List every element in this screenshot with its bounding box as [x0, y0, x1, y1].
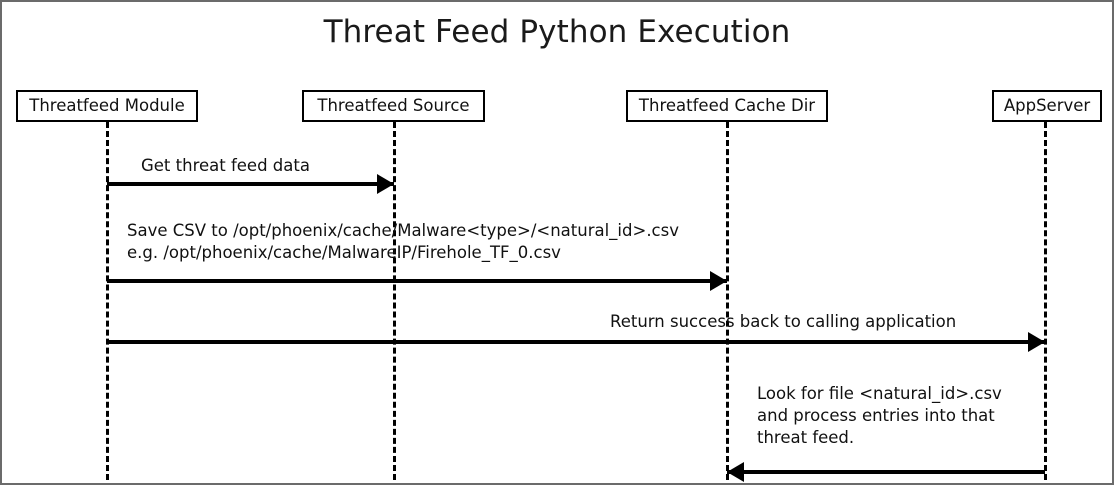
- arrowhead-right-icon: [1028, 332, 1045, 352]
- message-label-line: threat feed.: [757, 428, 855, 447]
- message-label-get-threat-feed-data: Get threat feed data: [141, 155, 310, 177]
- participant-box-appserver[interactable]: AppServer: [992, 90, 1102, 122]
- lifeline-threatfeed-module: [106, 122, 109, 480]
- arrowhead-left-icon: [727, 462, 744, 482]
- message-label-line: e.g. /opt/phoenix/cache/MalwareIP/Fireho…: [127, 243, 561, 262]
- participant-label: AppServer: [1003, 95, 1091, 115]
- participant-label: Threatfeed Source: [317, 95, 470, 115]
- arrowhead-right-icon: [377, 174, 394, 194]
- participant-box-threatfeed-source[interactable]: Threatfeed Source: [302, 90, 485, 122]
- message-label-save-csv: Save CSV to /opt/phoenix/cache/Malware<t…: [127, 220, 679, 264]
- participant-box-threatfeed-cache-dir[interactable]: Threatfeed Cache Dir: [626, 90, 828, 122]
- lifeline-threatfeed-cache-dir: [726, 122, 729, 480]
- message-label-line: and process entries into that: [757, 406, 995, 425]
- message-label-line: Return success back to calling applicati…: [610, 312, 957, 331]
- message-line: [727, 470, 1045, 474]
- participant-box-threatfeed-module[interactable]: Threatfeed Module: [16, 90, 198, 122]
- page-title: Threat Feed Python Execution: [323, 14, 791, 50]
- participant-label: Threatfeed Module: [29, 95, 185, 115]
- lifeline-appserver: [1044, 122, 1047, 480]
- message-label-line: Look for file <natural_id>.csv: [757, 384, 1002, 403]
- message-label-line: Save CSV to /opt/phoenix/cache/Malware<t…: [127, 221, 679, 240]
- lifeline-threatfeed-source: [393, 122, 396, 480]
- message-line: [107, 182, 394, 186]
- message-label-return-success: Return success back to calling applicati…: [610, 311, 956, 333]
- message-line: [107, 279, 727, 283]
- message-label-line: Get threat feed data: [141, 156, 310, 175]
- participant-label: Threatfeed Cache Dir: [638, 95, 816, 115]
- arrowhead-right-icon: [710, 271, 727, 291]
- message-line: [107, 340, 1045, 344]
